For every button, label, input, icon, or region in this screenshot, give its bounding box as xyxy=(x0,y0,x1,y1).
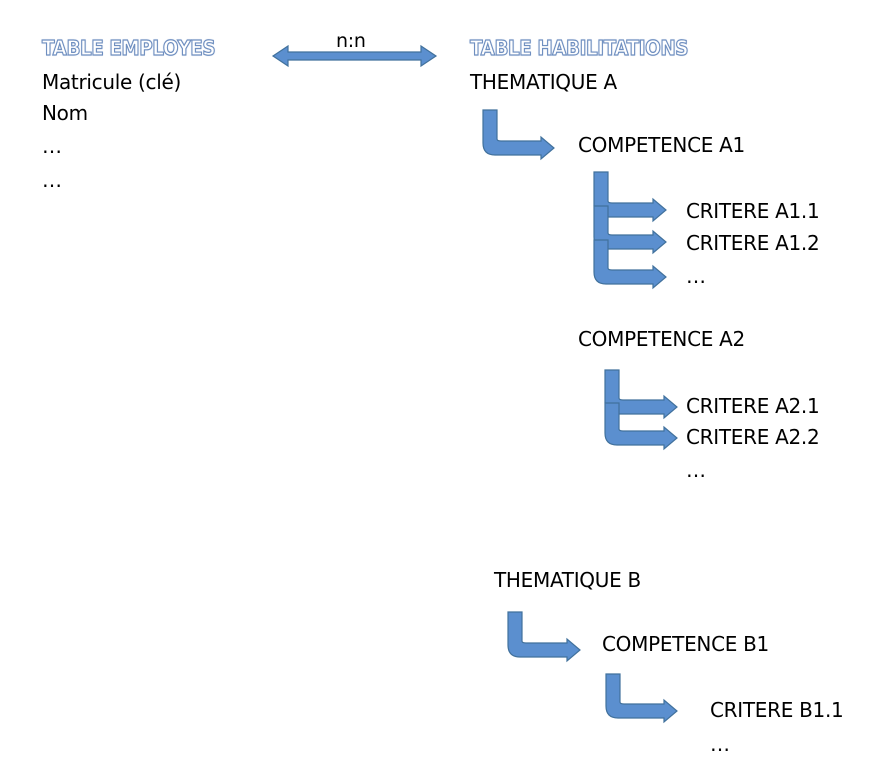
competence-label: COMPETENCE B1 xyxy=(602,632,769,656)
employee-field: … xyxy=(42,134,62,158)
bent-arrow-icon xyxy=(593,239,667,290)
critere-label: CRITERE A2.1 xyxy=(686,394,820,418)
thematique-label: THEMATIQUE A xyxy=(470,70,617,94)
bent-arrow-icon xyxy=(604,402,678,451)
critere-label: CRITERE B1.1 xyxy=(710,698,844,722)
double-arrow-icon xyxy=(271,44,438,68)
critere-label: … xyxy=(686,264,706,288)
critere-label: CRITERE A2.2 xyxy=(686,425,820,449)
bent-arrow-icon xyxy=(605,673,678,724)
bent-arrow-icon xyxy=(507,611,581,663)
employee-field: … xyxy=(42,168,62,192)
employee-field: Matricule (clé) xyxy=(42,70,181,94)
critere-label: CRITERE A1.1 xyxy=(686,199,820,223)
critere-label: … xyxy=(686,458,706,482)
bent-arrow-icon xyxy=(482,109,555,161)
competence-label: COMPETENCE A2 xyxy=(578,327,745,351)
critere-label: CRITERE A1.2 xyxy=(686,231,820,255)
employees-table-title: TABLE EMPLOYES xyxy=(41,35,216,60)
competence-label: COMPETENCE A1 xyxy=(578,133,745,157)
thematique-label: THEMATIQUE B xyxy=(494,568,641,592)
critere-label: … xyxy=(710,732,730,756)
relation-label: n:n xyxy=(336,30,366,52)
employee-field: Nom xyxy=(42,101,88,125)
habilitations-table-title: TABLE HABILITATIONS xyxy=(469,35,689,60)
